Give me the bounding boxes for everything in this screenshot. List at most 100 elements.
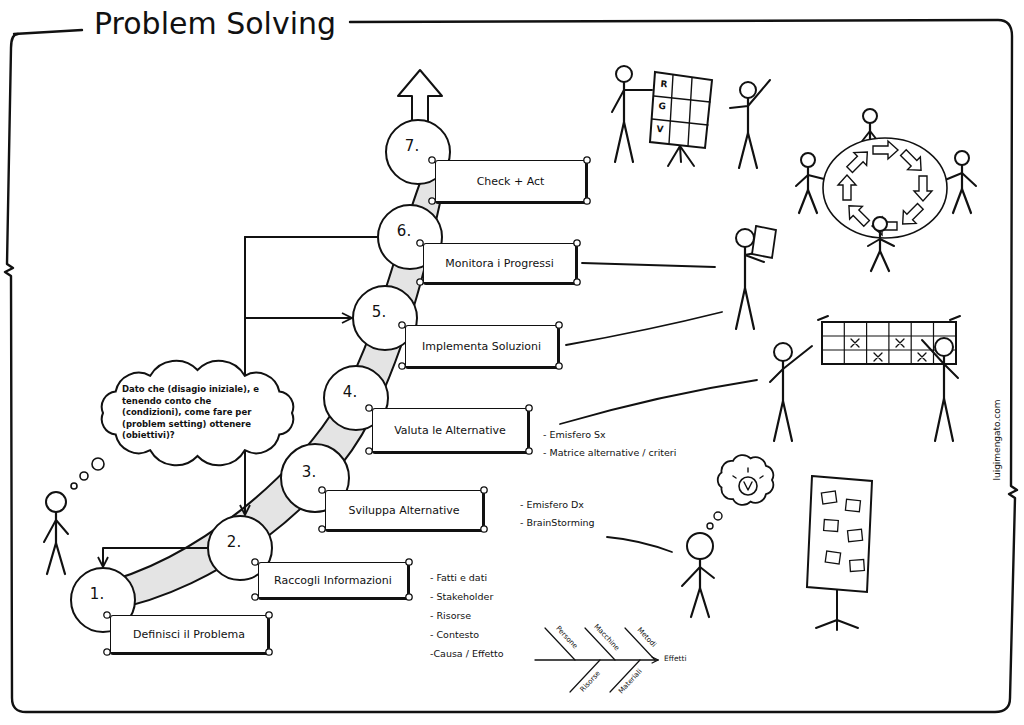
- leader-line: [560, 380, 757, 424]
- banner-curls: [404, 324, 405, 325]
- fishbone-label: Persone: [554, 625, 579, 651]
- arrow-card: [896, 200, 926, 230]
- banner-curl: [574, 240, 580, 246]
- note: - Risorse: [430, 611, 471, 621]
- note: - Emisfero Dx: [520, 500, 584, 510]
- check-mark: [851, 339, 859, 347]
- step-banner: Monitora i Progressi: [423, 243, 578, 285]
- figure-head: [873, 217, 887, 231]
- chart-letter: R: [660, 80, 668, 90]
- step-label: Implementa Soluzioni: [422, 340, 541, 353]
- step-label: Raccogli Informazioni: [274, 574, 392, 587]
- frame: [14, 30, 82, 34]
- light-bulb: [739, 477, 757, 495]
- feedback-arrow: [103, 548, 207, 567]
- stick-figure: [44, 492, 68, 574]
- banner-curl: [556, 363, 562, 369]
- chart-letter: V: [656, 125, 664, 135]
- figure-legs: [47, 543, 65, 574]
- step-number: 7.: [405, 137, 419, 155]
- banner-curl: [406, 594, 412, 600]
- fishbone-label: Risorse: [579, 670, 602, 694]
- note: -Causa / Effetto: [430, 649, 504, 659]
- round-table: [823, 138, 947, 238]
- banner-curls: [324, 489, 325, 490]
- figure-arms: [945, 173, 976, 186]
- banner-curls: [109, 614, 110, 615]
- stick-figure: [868, 217, 894, 271]
- leader-line: [607, 537, 672, 552]
- figure-arms: [682, 567, 714, 586]
- stick-figure: [730, 80, 770, 168]
- figure-head: [687, 533, 713, 559]
- fishbone-label: Materiali: [618, 668, 644, 695]
- banner-curl: [319, 487, 325, 493]
- arrow-card: [843, 146, 873, 176]
- step-number: 1.: [90, 585, 104, 603]
- arrow-card: [843, 199, 873, 229]
- drawing-part: [822, 322, 956, 364]
- banner-curl: [366, 448, 372, 454]
- step-label: Monitora i Progressi: [445, 257, 554, 270]
- thought-text: Dato che (disagio iniziale), e tenendo c…: [122, 384, 273, 441]
- banner-curl: [526, 405, 532, 411]
- leader-line: [582, 263, 715, 267]
- thought-bubble: [92, 458, 104, 470]
- banner-curl: [266, 649, 272, 655]
- banner-curl: [319, 526, 325, 532]
- thought-bubble: [707, 523, 713, 529]
- step-banner: Definisci il Problema: [110, 615, 270, 655]
- figure-legs: [615, 122, 633, 162]
- step-label: Definisci il Problema: [133, 628, 245, 641]
- grid-line: [866, 322, 867, 364]
- grid-line: [822, 335, 956, 336]
- grid-line: [888, 322, 889, 364]
- banner-curl: [104, 612, 110, 618]
- grid-line: [669, 75, 673, 144]
- banner-curl: [252, 594, 258, 600]
- figure-legs: [739, 133, 757, 168]
- diagram-title: Problem Solving: [88, 6, 342, 41]
- figure-arms: [730, 80, 770, 108]
- thought-cloud: Dato che (disagio iniziale), e tenendo c…: [95, 362, 300, 464]
- figure-body: [879, 231, 881, 251]
- banner-curls: [257, 561, 258, 562]
- drawing-part: [807, 476, 872, 592]
- step-label: Sviluppa Alternative: [348, 504, 459, 517]
- sticky-note: [848, 529, 863, 541]
- stair-band: [95, 170, 445, 610]
- banner-curl: [406, 559, 412, 565]
- banner-curl: [399, 322, 405, 328]
- banner-curl: [429, 198, 435, 204]
- step-banner: Implementa Soluzioni: [405, 325, 560, 369]
- step-banner: Valuta le Alternative: [372, 408, 530, 454]
- step-banner: Sviluppa Alternative: [325, 490, 485, 532]
- banner-curl: [266, 612, 272, 618]
- step-number: 4.: [343, 383, 357, 401]
- figure-body: [747, 98, 749, 133]
- flipchart-board: [650, 72, 712, 148]
- note: - Fatti e dati: [430, 573, 487, 583]
- watermark: luigimengato.com: [993, 399, 1003, 480]
- figure-body: [55, 512, 57, 543]
- figure-arms: [612, 90, 652, 112]
- note: - Emisfero Sx: [543, 430, 606, 440]
- banner-curl: [574, 279, 580, 285]
- sticky-note: [845, 499, 860, 511]
- arrow-card: [872, 217, 897, 235]
- banner-curl: [417, 279, 423, 285]
- grid-line: [911, 322, 912, 364]
- banner-curl: [429, 157, 435, 163]
- sticky-note: [850, 560, 865, 572]
- step-number: 2.: [227, 533, 241, 551]
- banner-curl: [481, 487, 487, 493]
- note: - Stakeholder: [430, 592, 493, 602]
- grid-line: [844, 322, 845, 364]
- figure-legs: [935, 399, 953, 442]
- banner-curls: [371, 407, 372, 408]
- arrow-card: [873, 141, 898, 159]
- stick-figure: [945, 151, 976, 213]
- note: - Contesto: [430, 630, 479, 640]
